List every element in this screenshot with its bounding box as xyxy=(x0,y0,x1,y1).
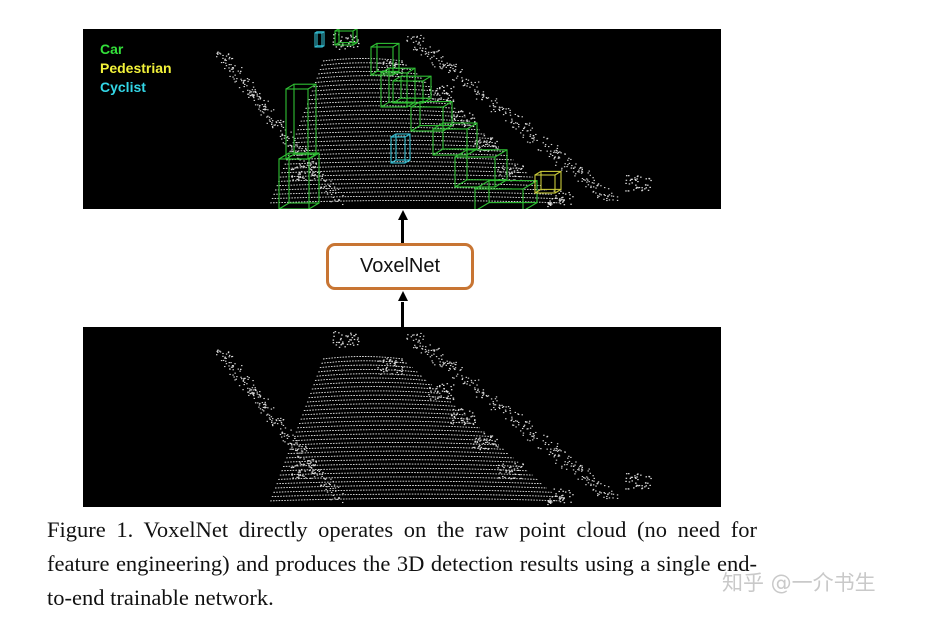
voxelnet-block: VoxelNet xyxy=(326,243,474,290)
legend-cyclist: Cyclist xyxy=(100,79,146,95)
arrow-to-voxelnet-head xyxy=(397,291,408,301)
watermark: 知乎 @一介书生 xyxy=(722,571,876,595)
detection-output-image: Car Pedestrian Cyclist xyxy=(83,29,721,209)
car-box xyxy=(410,101,453,132)
top-point-cloud xyxy=(216,29,652,209)
legend-pedestrian: Pedestrian xyxy=(100,60,172,76)
bottom-point-cloud xyxy=(216,331,652,506)
car-box xyxy=(454,149,508,188)
class-legend: Car Pedestrian Cyclist xyxy=(100,40,172,97)
car-box xyxy=(278,152,320,209)
side-structures xyxy=(216,331,652,506)
cyclist-box xyxy=(314,31,325,48)
arrow-to-output-shaft xyxy=(401,220,404,243)
legend-car: Car xyxy=(100,41,124,57)
cyclist-box xyxy=(390,133,411,164)
pedestrian-box xyxy=(534,170,562,194)
scan-lines xyxy=(270,356,562,502)
figure-caption: Figure 1. VoxelNet directly operates on … xyxy=(47,517,757,610)
arrow-to-voxelnet-shaft xyxy=(401,302,404,328)
voxelnet-label: VoxelNet xyxy=(359,255,441,277)
car-box xyxy=(432,122,478,156)
raw-point-cloud-image xyxy=(83,327,721,507)
car-box xyxy=(334,29,358,46)
car-box xyxy=(474,180,538,209)
car-box xyxy=(380,67,416,108)
arrow-to-output-head xyxy=(397,210,408,220)
car-box xyxy=(392,75,432,104)
